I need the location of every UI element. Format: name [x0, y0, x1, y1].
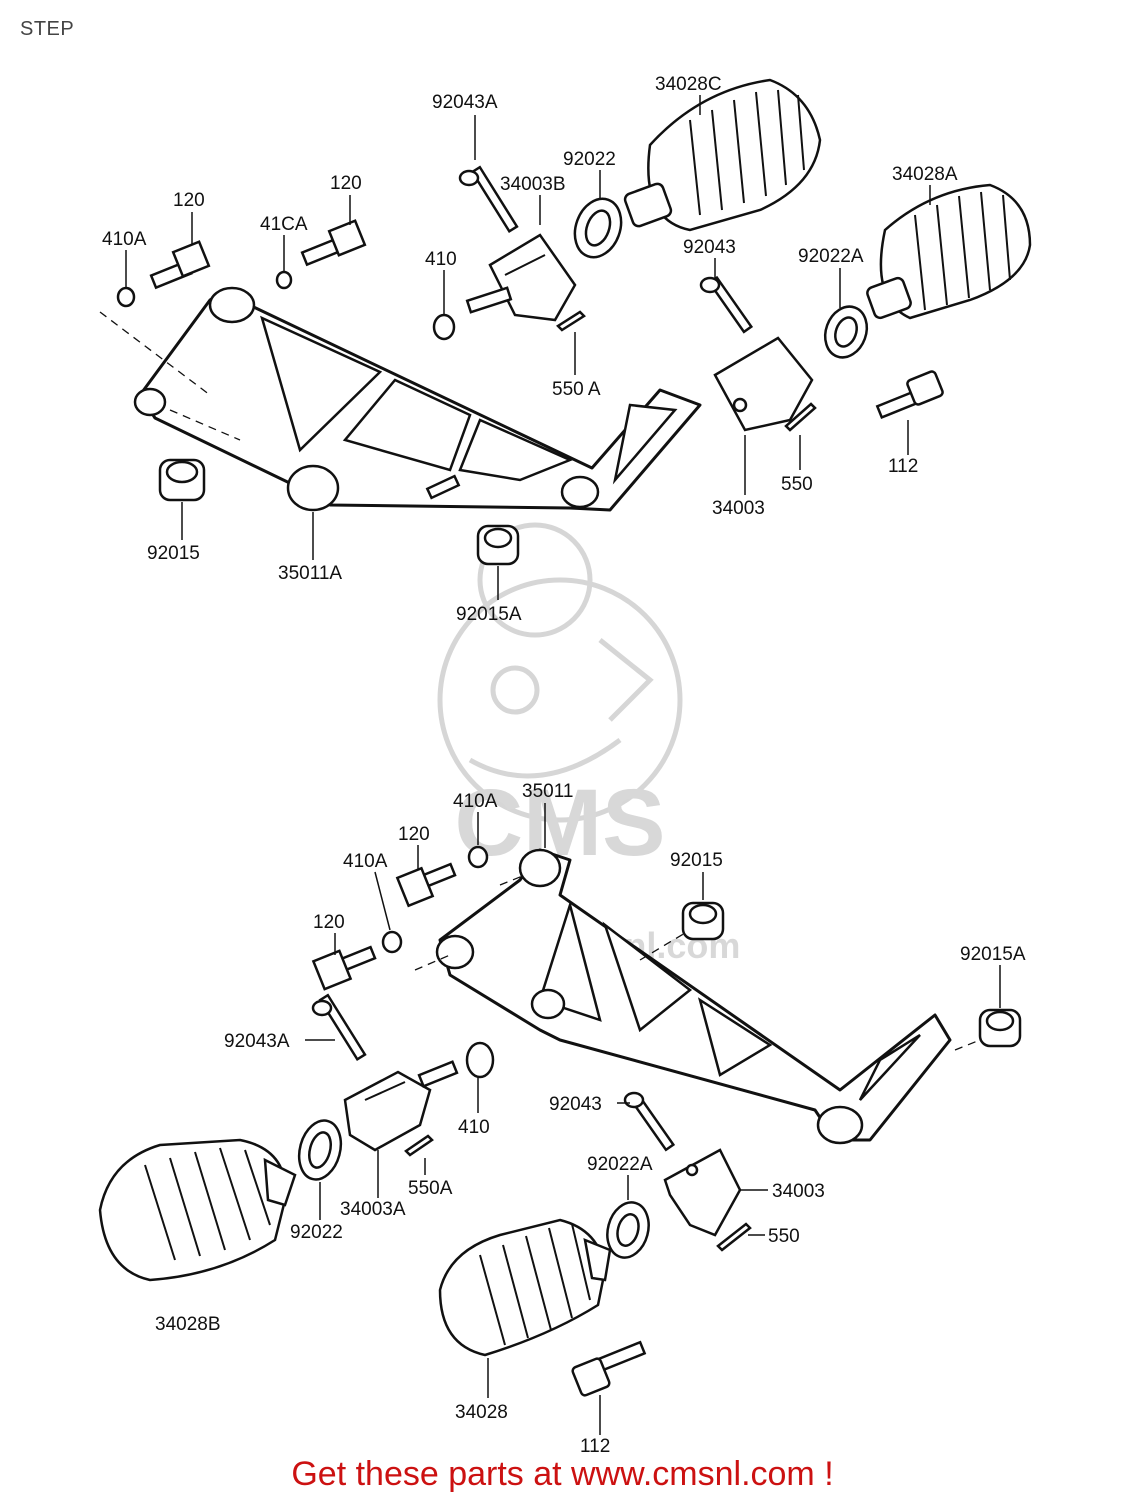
label-550: 550 — [781, 474, 813, 495]
pin-92043a — [311, 993, 367, 1062]
label-120: 120 — [330, 173, 362, 194]
bolt-120 — [311, 862, 457, 991]
label-34028b: 34028B — [155, 1314, 221, 1335]
bracket-35011 — [414, 848, 986, 1145]
bolt-120 — [149, 219, 367, 290]
label-92043: 92043 — [549, 1094, 602, 1115]
label-41ca: 41CA — [260, 214, 308, 235]
label-34028a: 34028A — [892, 164, 958, 185]
label-112: 112 — [580, 1436, 610, 1457]
label-112: 112 — [888, 456, 918, 477]
leader-lines — [125, 95, 1001, 1435]
lower-step-assembly — [98, 845, 1022, 1397]
label-34003: 34003 — [772, 1181, 825, 1202]
label-410: 410 — [458, 1117, 490, 1138]
footpeg-rubber-34028a — [866, 183, 1032, 320]
pin-92043 — [699, 275, 754, 334]
label-92043: 92043 — [683, 237, 736, 258]
nut-92015 — [158, 458, 520, 566]
holder-34003a — [343, 1060, 459, 1152]
cotter-pin-550 — [556, 310, 817, 432]
label-34028c: 34028C — [655, 74, 722, 95]
label-34028: 34028 — [455, 1402, 508, 1423]
footpeg-rubber-34028c — [623, 78, 822, 232]
label-410a: 410A — [453, 791, 498, 812]
washer-92022a — [823, 305, 869, 359]
label-410a: 410A — [343, 851, 388, 872]
label-34003b: 34003B — [500, 174, 566, 195]
label-35011a: 35011A — [278, 563, 342, 584]
label-92022: 92022 — [563, 149, 616, 170]
footpeg-rubber-34028 — [438, 1218, 612, 1357]
nut-92015 — [681, 901, 1022, 1048]
holder-34003 — [663, 1148, 742, 1237]
label-92015a: 92015A — [456, 604, 522, 625]
label-410: 410 — [425, 249, 457, 270]
label-120: 120 — [313, 912, 345, 933]
label-92043a: 92043A — [432, 92, 498, 113]
washer-92022 — [297, 1119, 343, 1181]
label-120: 120 — [173, 190, 205, 211]
label-92022a: 92022A — [587, 1154, 653, 1175]
label-35011: 35011 — [522, 781, 573, 802]
upper-step-assembly — [99, 78, 1032, 566]
label-550a: 550A — [408, 1178, 453, 1199]
cotter-pin-550 — [404, 1134, 752, 1252]
washer-92022 — [573, 197, 623, 259]
holder-34003 — [713, 336, 814, 432]
pin-92043 — [623, 1091, 676, 1152]
label-34003a: 34003A — [340, 1199, 406, 1220]
footer-link[interactable]: Get these parts at www.cmsnl.com ! — [291, 1455, 834, 1493]
label-34003: 34003 — [712, 498, 765, 519]
holder-34003b — [465, 233, 577, 322]
label-410a: 410A — [102, 229, 147, 250]
label-92022a: 92022A — [798, 246, 864, 267]
label-550a: 550 A — [552, 379, 601, 400]
label-92015: 92015 — [147, 543, 200, 564]
bracket-35011a — [99, 286, 702, 512]
cms-watermark: CMS www.cmsnl.com — [437, 522, 740, 966]
washer-92022a — [606, 1201, 650, 1259]
label-92022: 92022 — [290, 1222, 343, 1243]
bolt-112 — [571, 1340, 647, 1397]
bolt-112 — [875, 370, 944, 420]
label-92043a: 92043A — [224, 1031, 290, 1052]
page-title: STEP — [20, 18, 75, 40]
mascot-icon — [437, 522, 683, 823]
label-550: 550 — [768, 1226, 800, 1247]
label-120: 120 — [398, 824, 430, 845]
label-92015a: 92015A — [960, 944, 1026, 965]
footpeg-rubber-34028b — [98, 1138, 297, 1282]
pin-92043a — [458, 165, 519, 234]
part-labels: 92043A 34028C 34003B 92022 120 120 410A … — [102, 74, 1026, 1457]
washer-410 — [381, 845, 495, 1079]
label-92015: 92015 — [670, 850, 723, 871]
